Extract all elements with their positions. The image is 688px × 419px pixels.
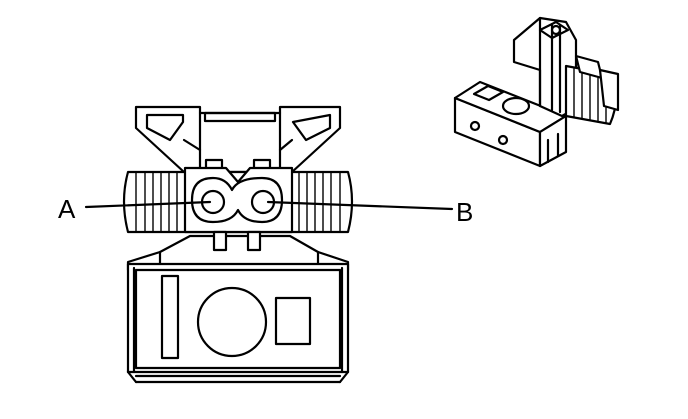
leader-line-b — [266, 200, 454, 211]
top-latch — [134, 105, 342, 174]
housing-body — [126, 262, 350, 384]
seal-band — [122, 166, 354, 234]
label-a: A — [58, 194, 76, 224]
leader-line-a — [84, 200, 212, 209]
connector-front-view — [122, 105, 354, 384]
callout-a: A — [58, 194, 212, 224]
label-b: B — [456, 197, 473, 227]
round-window — [196, 286, 268, 358]
connector-isometric-view — [453, 16, 620, 168]
slot-window — [160, 274, 180, 360]
callout-b: B — [266, 197, 473, 227]
square-window — [274, 296, 312, 346]
